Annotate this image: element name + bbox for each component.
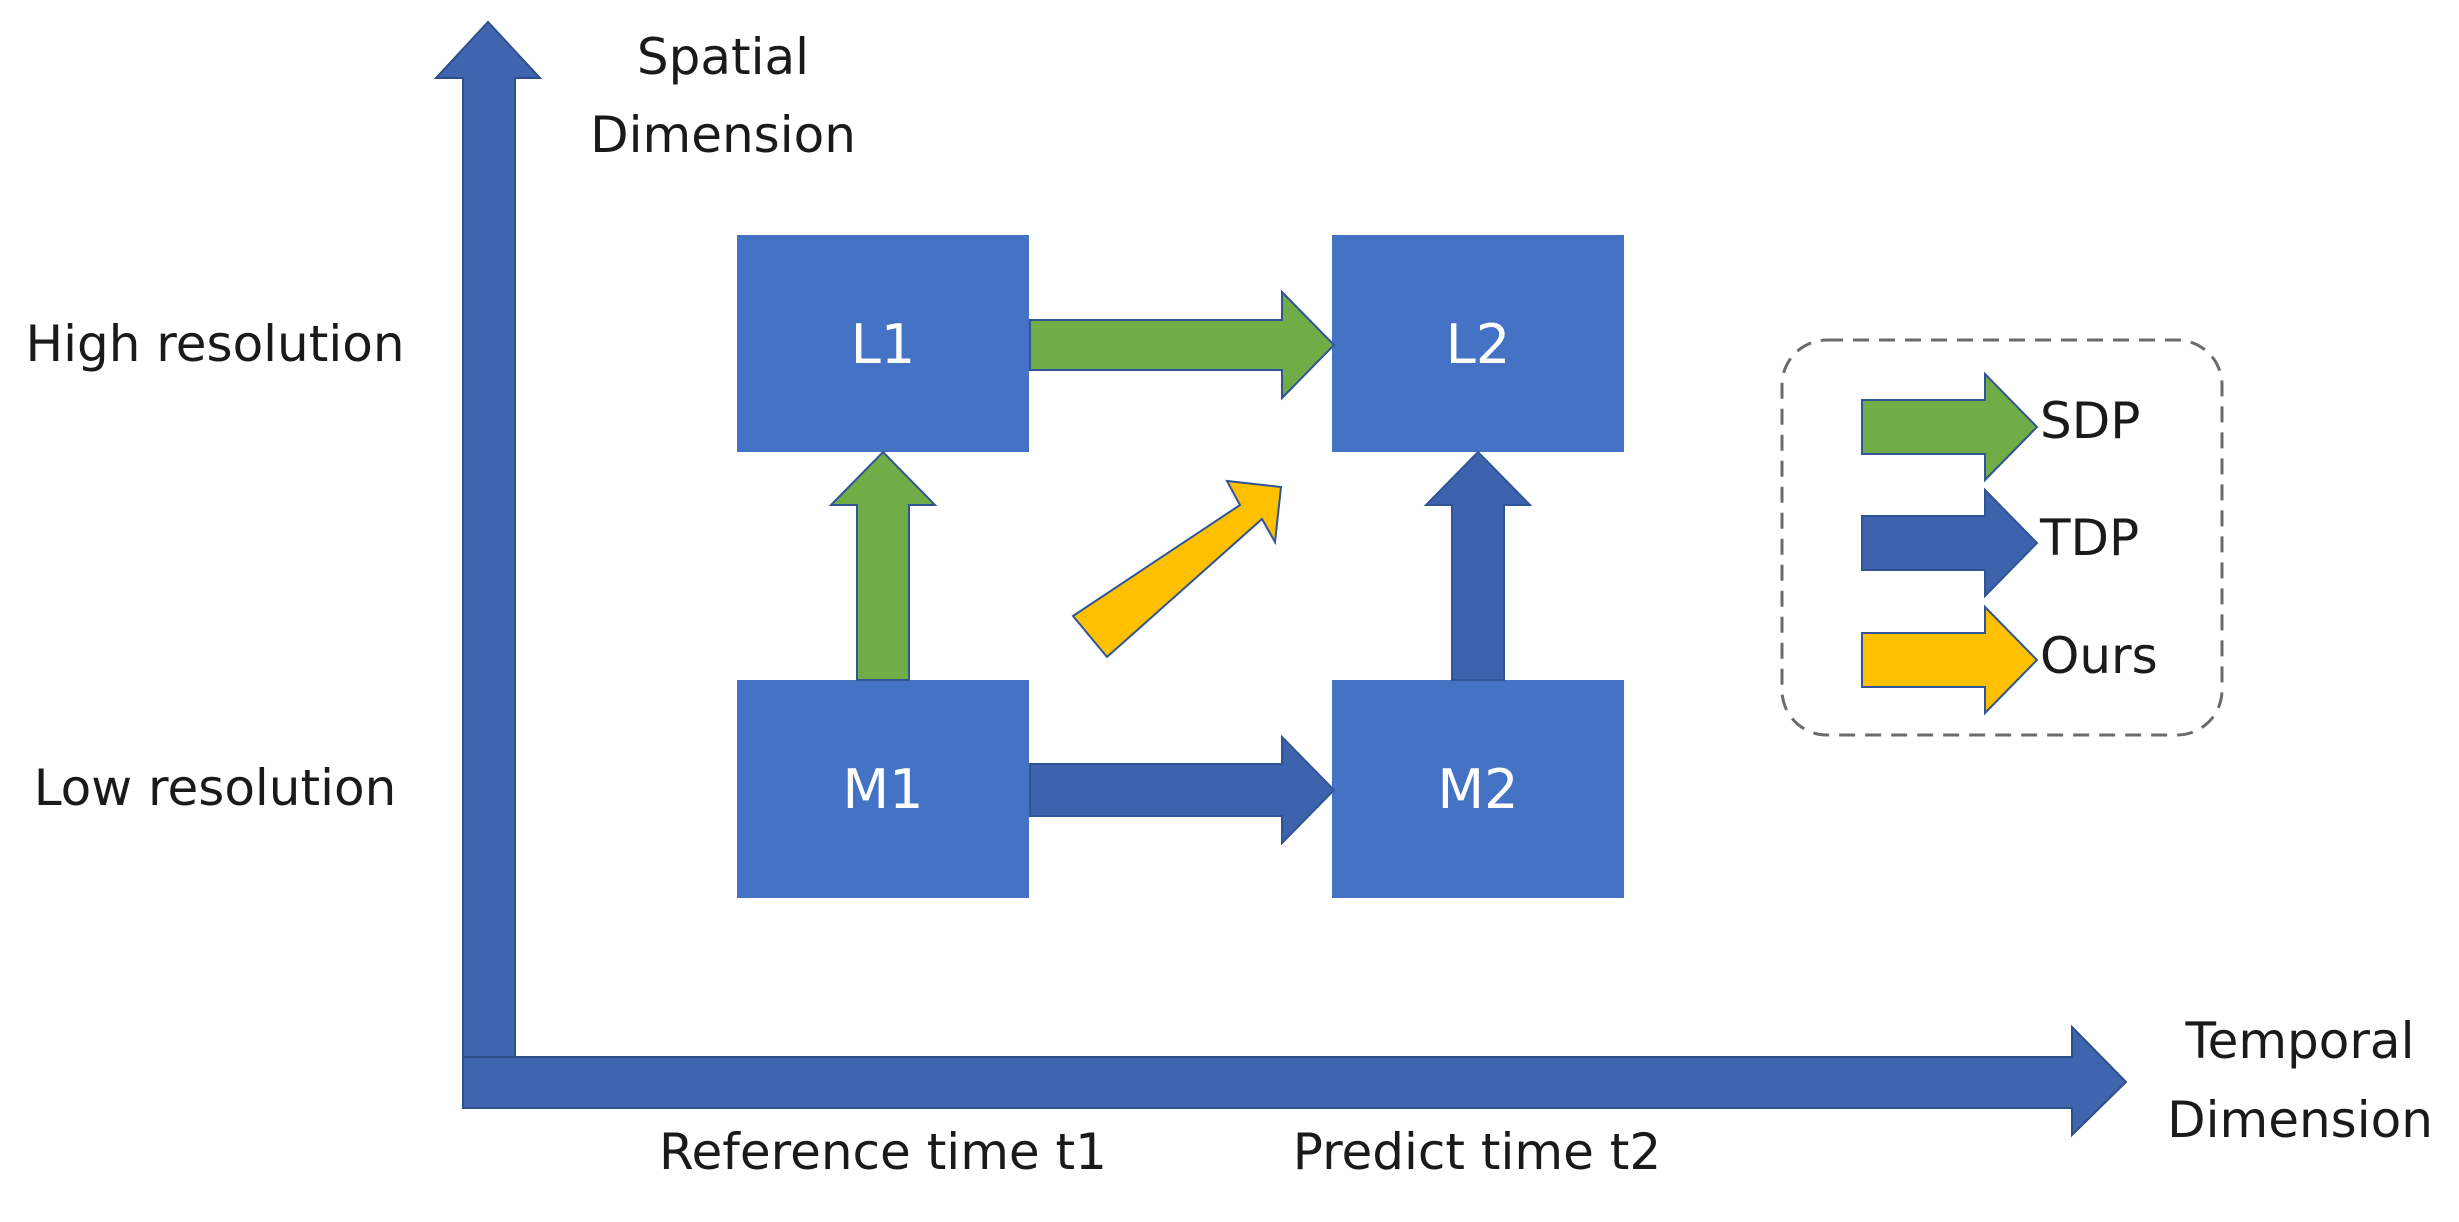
x-axis-label-line2: Dimension [2167, 1091, 2433, 1149]
legend-ours-arrow [1861, 604, 2039, 716]
legend-ours-label: Ours [2040, 627, 2158, 685]
box-m2 [1332, 680, 1624, 898]
x-axis-label-line1: Temporal [2185, 1012, 2415, 1070]
legend-sdp-arrow [1861, 371, 2039, 483]
y-axis-label-line2: Dimension [590, 106, 856, 164]
box-m1-label: M1 [843, 758, 924, 821]
box-l1-label: L1 [851, 313, 915, 376]
legend-box [1780, 338, 2224, 737]
legend-tdp-arrow [1861, 487, 2039, 599]
box-l2-label: L2 [1446, 313, 1510, 376]
arrow-m1-to-l1 [828, 450, 938, 681]
high-resolution-label: High resolution [25, 315, 404, 373]
x-axis-arrow [462, 1024, 2128, 1138]
predict-time-label: Predict time t2 [1293, 1123, 1661, 1181]
box-l1 [737, 235, 1029, 452]
legend-sdp-label: SDP [2040, 392, 2140, 450]
y-axis-arrow [433, 20, 543, 1109]
box-m2-label: M2 [1438, 758, 1519, 821]
arrow-diagonal-ours [1071, 479, 1283, 659]
arrow-m2-to-l2 [1423, 450, 1533, 681]
box-m1 [737, 680, 1029, 898]
box-l2 [1332, 235, 1624, 452]
y-axis-label-line1: Spatial [637, 28, 809, 86]
reference-time-label: Reference time t1 [659, 1123, 1107, 1181]
arrow-m1-to-m2 [1029, 734, 1336, 846]
low-resolution-label: Low resolution [34, 759, 397, 817]
arrow-l1-to-l2 [1029, 289, 1336, 401]
legend-tdp-label: TDP [2039, 509, 2139, 567]
